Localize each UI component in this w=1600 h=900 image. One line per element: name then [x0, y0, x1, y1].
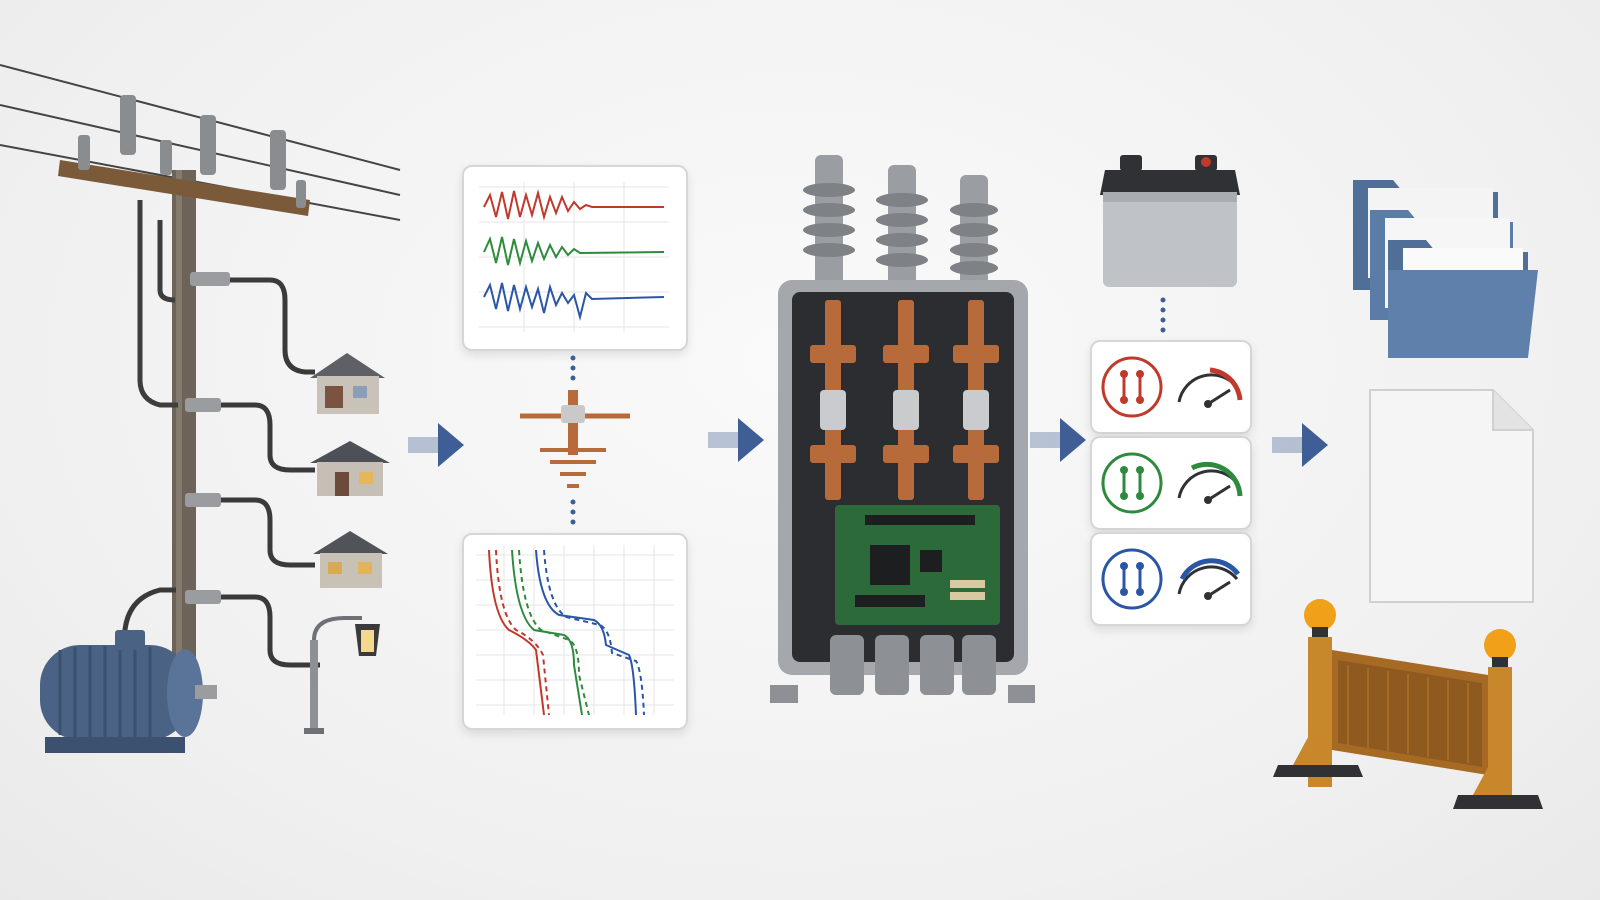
recloser-icon: [770, 150, 1035, 720]
gauge-icon: [1177, 367, 1243, 408]
gauge-icon: [1177, 461, 1243, 504]
time-current-curve-icon: [462, 533, 688, 730]
electric-motor-icon: [25, 625, 220, 760]
flow-arrow-2: [708, 410, 768, 470]
breaker-status-icon: [1101, 356, 1163, 418]
house-icon: [308, 528, 393, 590]
street-lamp-icon: [300, 610, 395, 735]
waveform-chart-icon: [462, 165, 688, 351]
grounding-electrode-icon: [515, 350, 635, 530]
status-card-red: [1090, 340, 1252, 434]
flow-arrow-1: [408, 415, 468, 475]
breaker-status-icon: [1101, 548, 1163, 610]
house-icon: [305, 438, 395, 498]
status-card-green: [1090, 436, 1252, 530]
safety-barrier-icon: [1268, 595, 1548, 830]
gauge-icon: [1177, 558, 1241, 600]
distribution-source-stage: [0, 0, 420, 800]
status-card-blue: [1090, 532, 1252, 626]
battery-icon: [1100, 140, 1245, 335]
document-folders-icon: [1348, 170, 1548, 365]
house-icon: [305, 348, 390, 418]
breaker-status-icon: [1101, 452, 1163, 514]
flow-arrow-3: [1030, 410, 1090, 470]
blank-report-icon: [1368, 388, 1536, 604]
flow-arrow-4: [1272, 415, 1332, 475]
utility-pole-icon: [0, 64, 401, 690]
